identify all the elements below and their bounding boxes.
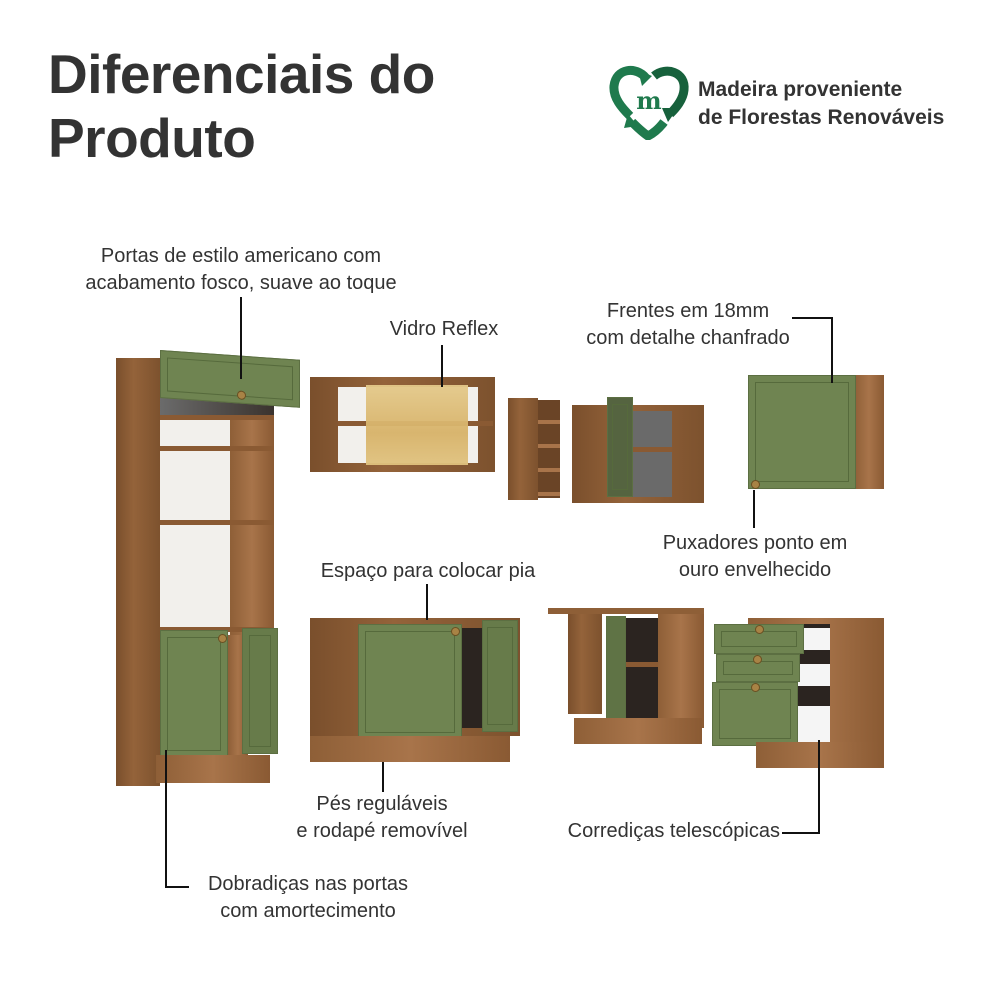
shelf	[160, 627, 274, 632]
drawer-front-top	[714, 624, 804, 654]
callout-portas: Portas de estilo americano com acabament…	[60, 243, 422, 297]
plinth	[574, 718, 702, 744]
callout-pes-line2: e rodapé removível	[296, 820, 468, 842]
callout-dobradicas-leader-h	[165, 886, 189, 888]
gold-knob	[753, 655, 762, 664]
callout-dobradicas-leader-v	[165, 750, 167, 888]
svg-text:m: m	[636, 86, 661, 115]
chamfered-front-door	[748, 375, 856, 489]
callout-pes: Pés reguláveis e rodapé removível	[280, 791, 484, 845]
drawer-front-middle	[716, 654, 800, 682]
sink-right-door	[482, 620, 518, 732]
telescopic-slide-drawer-box	[796, 664, 830, 686]
callout-espaco: Espaço para colocar pia	[300, 558, 556, 585]
callout-frentes-leader-v	[831, 317, 833, 383]
callout-puxadores-line2: ouro envelhecido	[678, 559, 832, 581]
shelf	[160, 415, 274, 420]
callout-dobradicas-line1: Dobradiças nas portas	[207, 873, 409, 895]
corner-wall-cabinet	[572, 397, 704, 503]
gold-knob	[451, 627, 460, 636]
gold-knob	[237, 390, 246, 401]
drawer-base-cabinet	[712, 616, 888, 768]
countertop	[548, 608, 704, 614]
badge-line2: de Florestas Renováveis	[698, 106, 945, 129]
callout-corredicas: Corrediças telescópicas	[530, 818, 780, 845]
gold-knob	[751, 480, 760, 489]
drawer-front-bottom	[712, 682, 798, 746]
callout-puxadores-leader	[753, 490, 755, 528]
telescopic-slide-drawer-box	[796, 706, 830, 742]
reflex-glass-door	[366, 385, 468, 465]
callout-corredicas-line1: Corrediças telescópicas	[567, 820, 780, 842]
sustainability-badge: m	[608, 64, 690, 142]
corner-base-door	[606, 616, 626, 724]
recycle-heart-m-icon: m	[609, 66, 689, 142]
glass-wall-cabinet	[310, 377, 495, 472]
cabinet-shelves	[538, 400, 560, 498]
shelf	[632, 447, 672, 452]
sustainability-badge-text: Madeira proveniente de Florestas Renováv…	[698, 76, 944, 132]
callout-dobradicas-line2: com amortecimento	[220, 900, 396, 922]
shelf	[160, 446, 274, 451]
callout-vidro-line1: Vidro Reflex	[389, 318, 499, 340]
callout-pes-line1: Pés reguláveis	[316, 793, 448, 815]
small-wall-cabinet	[748, 373, 884, 493]
cabinet-side-panel	[854, 375, 884, 489]
page-title: Diferenciais do Produto	[48, 42, 435, 170]
telescopic-slide-drawer-box	[796, 628, 830, 650]
cabinet-side-panel	[508, 398, 538, 500]
sink-left-door	[358, 624, 462, 740]
cabinet-right-panel	[658, 614, 704, 728]
callout-corredicas-leader-h	[782, 832, 820, 834]
callout-frentes-line2: com detalhe chanfrado	[586, 327, 790, 349]
callout-espaco-line1: Espaço para colocar pia	[320, 560, 536, 582]
cabinet-right-interior	[230, 405, 274, 645]
cabinet-interior	[626, 618, 660, 718]
lower-left-door	[160, 630, 228, 758]
callout-frentes-leader-h	[792, 317, 832, 319]
cabinet-side-panel	[116, 358, 160, 786]
plinth	[156, 755, 270, 783]
gold-knob	[751, 683, 760, 692]
corner-door	[607, 397, 633, 497]
callout-dobradicas: Dobradiças nas portas com amortecimento	[190, 871, 426, 925]
cabinet-left-panel	[568, 614, 602, 714]
shelf	[626, 662, 660, 667]
narrow-open-shelf	[508, 398, 560, 500]
callout-puxadores-line1: Puxadores ponto em	[662, 532, 848, 554]
gold-knob	[755, 625, 764, 634]
page-title-line1: Diferenciais do	[48, 43, 435, 105]
gold-knob	[218, 634, 227, 643]
cabinet-interior	[632, 411, 672, 497]
callout-portas-leader	[240, 297, 242, 379]
shelf	[160, 520, 274, 525]
callout-frentes-line1: Frentes em 18mm	[606, 300, 770, 322]
callout-puxadores: Puxadores ponto em ouro envelhecido	[640, 530, 870, 584]
plinth	[756, 742, 884, 768]
badge-line1: Madeira proveniente	[698, 78, 903, 101]
page-title-line2: Produto	[48, 107, 256, 169]
callout-frentes: Frentes em 18mm com detalhe chanfrado	[568, 298, 808, 352]
callout-vidro-leader	[441, 345, 443, 387]
callout-portas-line1: Portas de estilo americano com	[100, 245, 382, 267]
callout-vidro: Vidro Reflex	[380, 316, 508, 343]
callout-corredicas-leader-v	[818, 740, 820, 834]
sink-base-cabinet	[310, 618, 520, 764]
callout-espaco-leader	[426, 584, 428, 620]
removable-plinth	[310, 736, 510, 762]
callout-portas-line2: acabamento fosco, suave ao toque	[85, 272, 397, 294]
tall-oven-cabinet	[116, 350, 301, 790]
lower-right-door	[242, 628, 278, 754]
corner-base-cabinet	[548, 608, 706, 748]
cabinet-interior	[160, 390, 230, 640]
callout-pes-leader	[382, 762, 384, 792]
flap-door	[160, 350, 300, 408]
